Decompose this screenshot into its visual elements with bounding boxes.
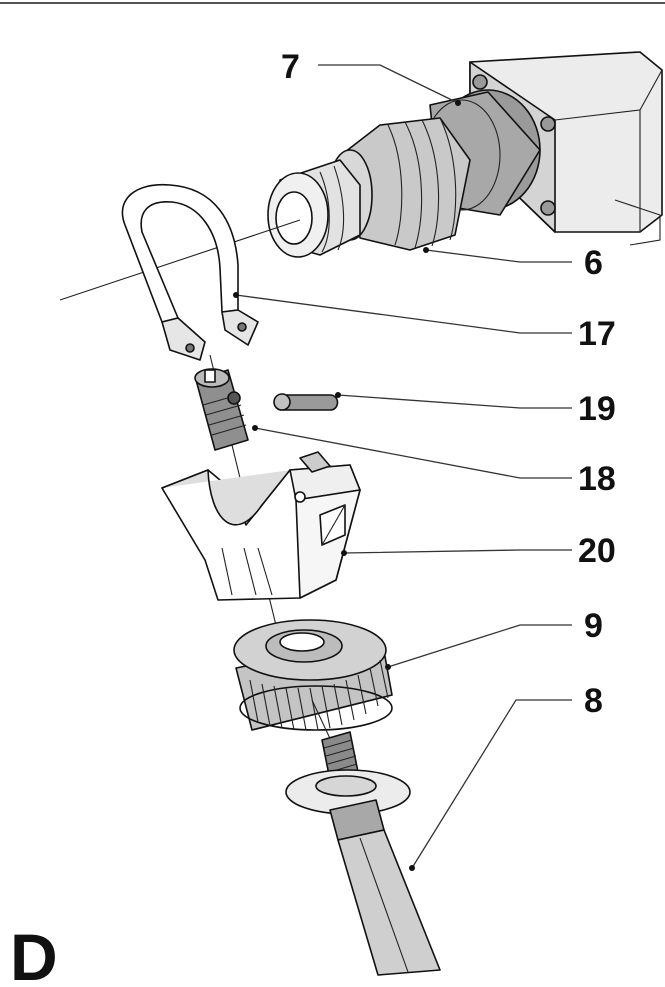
leader-19 (337, 394, 572, 409)
assembly-axis-top (59, 219, 301, 301)
leader-6 (425, 249, 572, 263)
callout-18: 18 (578, 460, 616, 498)
pin-19 (273, 393, 339, 411)
leader-dots (233, 100, 461, 871)
callout-17: 17 (578, 315, 616, 353)
figure-letter: D (10, 920, 58, 987)
leader-18 (254, 427, 572, 479)
leader-17 (235, 294, 572, 334)
leader-20 (343, 549, 572, 554)
depth-rod-8 (285, 699, 441, 976)
callout-19: 19 (578, 390, 616, 428)
callout-7: 7 (281, 48, 300, 86)
knurled-nut-9 (233, 619, 393, 731)
callout-8: 8 (584, 682, 603, 720)
leader-8 (411, 699, 572, 869)
leader-9 (387, 624, 572, 668)
leader-7 (318, 64, 459, 104)
clamp-band-17 (121, 183, 259, 361)
leader-lines (235, 64, 572, 869)
callout-20: 20 (578, 532, 616, 570)
callout-9: 9 (584, 607, 603, 645)
adjust-screw-18 (194, 368, 249, 451)
callout-6: 6 (584, 244, 603, 282)
depth-holder-20 (161, 451, 361, 601)
chuck-nose (267, 159, 361, 258)
